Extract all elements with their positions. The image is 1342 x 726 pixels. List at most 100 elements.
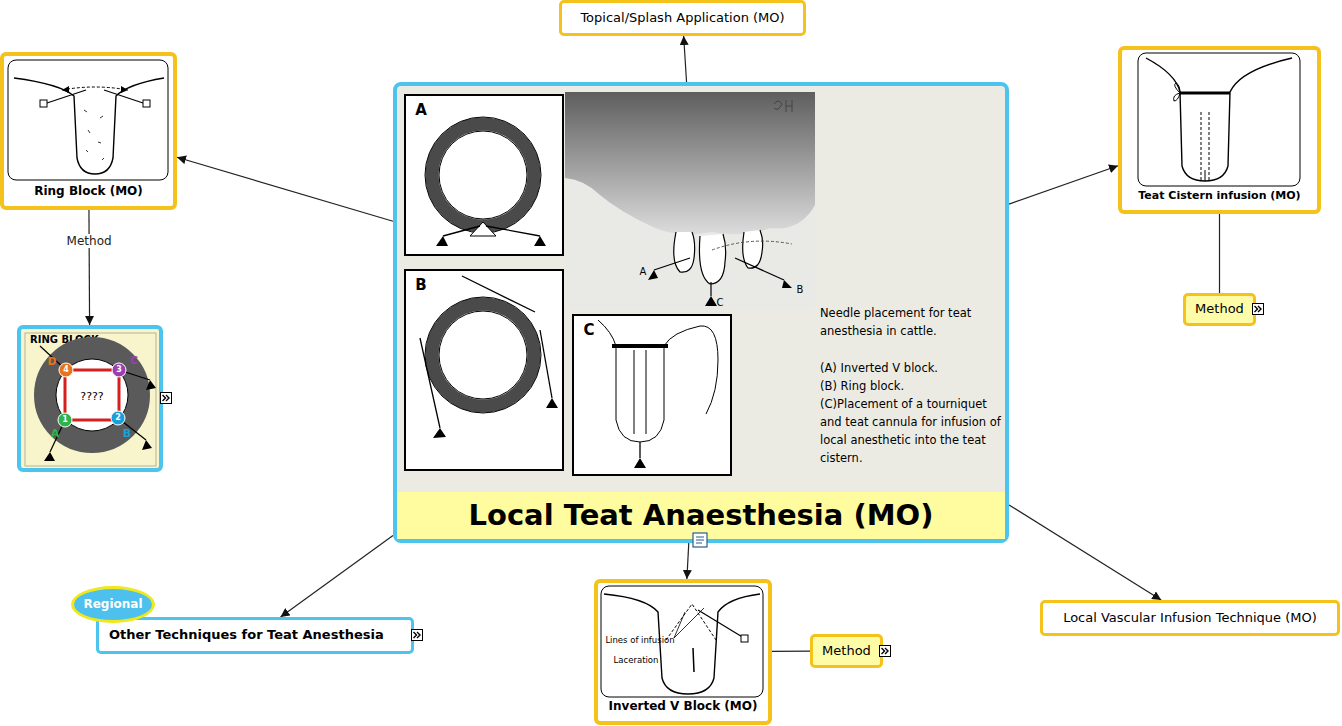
connector-line xyxy=(1219,214,1220,293)
leader-line xyxy=(674,608,704,638)
needle xyxy=(540,330,552,398)
teat-outline xyxy=(14,78,164,174)
connector-line xyxy=(281,536,393,617)
teat-ring-outer xyxy=(425,297,541,413)
panel-c xyxy=(573,315,731,475)
teat-outline xyxy=(743,230,763,268)
teat-ring-inner xyxy=(439,311,527,399)
node-title: Ring Block (MO) xyxy=(4,183,173,201)
central-topic: Local Teat Anaesthesia (MO) Needle placem… xyxy=(393,82,1009,543)
teat-outline xyxy=(674,232,695,272)
note-icon-lines xyxy=(696,537,704,543)
connector-line xyxy=(687,543,689,579)
node-title: Teat Cistern infusion (MO) xyxy=(1122,187,1317,205)
teat-ring xyxy=(432,124,534,226)
panel-frame xyxy=(405,95,563,255)
node-body: (A) Inverted V block. xyxy=(820,359,1005,377)
method-image-box: RING BLOCK xyxy=(17,325,163,472)
teat-cannula xyxy=(1209,112,1210,180)
signature-mark xyxy=(774,100,792,112)
needle xyxy=(118,418,146,440)
panel-frame xyxy=(405,270,563,470)
connector-line xyxy=(772,651,810,652)
syringe-hub xyxy=(634,458,646,468)
image-topic-box: Inverted V Block (MO) xyxy=(594,579,772,725)
teat-cannula xyxy=(646,350,647,434)
node-title: Local Vascular Infusion Technique (MO) xyxy=(1043,603,1337,633)
needle xyxy=(486,226,540,236)
needle xyxy=(119,370,150,380)
syringe-hub xyxy=(40,100,47,107)
teat-ring-inner xyxy=(439,131,527,219)
picture-frame xyxy=(601,586,763,697)
teat-cannula xyxy=(1201,112,1202,180)
picture-frame xyxy=(25,333,156,466)
infusion-line xyxy=(62,87,128,90)
syringe-hub xyxy=(142,440,152,450)
node-title: Regional xyxy=(74,589,152,620)
callout-circle xyxy=(58,413,72,427)
udder-shape xyxy=(565,92,815,234)
inverted-v-illustration xyxy=(601,586,763,697)
connector-group xyxy=(89,36,1220,651)
dashed-line xyxy=(712,241,792,250)
topic-box: Other Techniques for Teat Anesthesia xyxy=(96,617,414,654)
expand-icon xyxy=(412,630,423,641)
photo-background xyxy=(565,92,815,310)
callout-circle xyxy=(59,363,73,377)
callout-circle xyxy=(111,411,125,425)
node-body: (B) Ring block. xyxy=(820,377,1005,395)
node-body: (C)Placement of a tourniquet and teat ca… xyxy=(820,395,1005,467)
node-title: Local Teat Anaesthesia (MO) xyxy=(397,492,1005,539)
syringe-hub xyxy=(705,296,717,306)
laceration-mark xyxy=(693,648,694,672)
node-title: Topical/Splash Application (MO) xyxy=(562,3,803,33)
needle xyxy=(40,346,66,370)
teat-outline xyxy=(1146,58,1292,181)
picture-frame xyxy=(1138,53,1300,186)
block-square xyxy=(65,370,119,420)
panel-b xyxy=(405,270,563,470)
teat-outline xyxy=(699,234,725,284)
teat-orifice xyxy=(1205,170,1206,181)
tourniquet-knot xyxy=(1174,83,1180,101)
panel-frame xyxy=(573,315,731,475)
expand-icon xyxy=(880,646,891,657)
needle xyxy=(639,442,640,458)
callout-circle xyxy=(112,363,126,377)
connector-line xyxy=(177,157,393,221)
method-box: Method xyxy=(1183,293,1256,326)
tourniquet xyxy=(612,344,668,348)
node-title: Inverted V Block (MO) xyxy=(598,698,768,716)
node-title: Other Techniques for Teat Anesthesia xyxy=(109,620,409,651)
teat-cistern-illustration xyxy=(1138,53,1300,186)
syringe-hub xyxy=(433,428,446,438)
picture-frame xyxy=(8,60,168,180)
tag-badge: Regional xyxy=(71,586,155,623)
note-icon xyxy=(693,533,707,547)
needle xyxy=(462,276,535,312)
teat-lumen xyxy=(56,359,128,431)
ring-block-method-illustration xyxy=(25,333,156,466)
needle xyxy=(710,282,711,296)
syringe-hub xyxy=(146,380,156,390)
syringe-hub xyxy=(143,100,150,107)
expand-icon xyxy=(1253,304,1264,315)
connector-line xyxy=(1009,505,1161,600)
teat-outline xyxy=(598,320,718,442)
tourniquet xyxy=(1180,92,1230,95)
node-title: RING BLOCK xyxy=(30,334,99,346)
node-body: Needle placement for teat anesthesia in … xyxy=(820,304,1005,340)
syringe-hub xyxy=(436,236,448,246)
node-title: Method xyxy=(813,637,880,665)
infusion-lines xyxy=(666,604,716,640)
expand-icon xyxy=(161,393,172,404)
panel-a xyxy=(405,95,563,255)
needle xyxy=(420,338,440,428)
node-title: Method xyxy=(1186,296,1253,323)
topic-box: Local Vascular Infusion Technique (MO) xyxy=(1040,600,1340,636)
teat-cannula xyxy=(634,350,635,434)
needle xyxy=(104,90,146,104)
needle xyxy=(698,610,744,638)
